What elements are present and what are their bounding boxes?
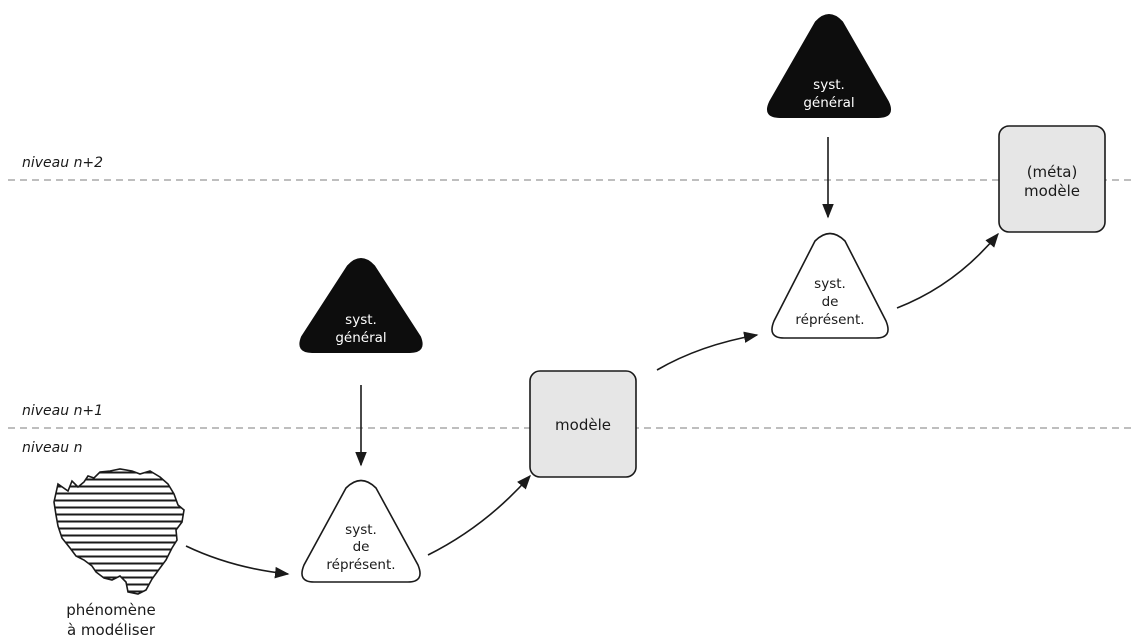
meta-model-box: (méta) modèle	[998, 125, 1106, 233]
representation-system-1-triangle: syst. de réprésent.	[301, 479, 421, 583]
model-box: modèle	[529, 370, 637, 478]
representation-system-2-label-line1: syst.	[814, 276, 846, 292]
representation-system-2-label-line2: de	[822, 294, 839, 310]
arrow-representation-2-to-meta-model	[896, 232, 999, 309]
representation-system-2-triangle: syst. de réprésent.	[771, 232, 889, 339]
phenomenon-caption-line1: phénomène	[66, 601, 156, 619]
meta-model-box-label-line2: modèle	[1024, 182, 1080, 200]
representation-system-1-label-line2: de	[353, 539, 370, 555]
model-box-label: modèle	[555, 416, 611, 434]
general-system-2-triangle: syst. général	[767, 14, 891, 118]
general-system-2-label-line1: syst.	[813, 77, 845, 93]
arrow-phenomenon-to-representation-1	[185, 545, 290, 579]
level-label-n-plus-1: niveau n+1	[22, 403, 103, 419]
arrow-representation-1-to-model	[427, 474, 531, 556]
representation-system-1-label-line3: réprésent.	[326, 557, 395, 573]
general-system-1-label-line1: syst.	[345, 312, 377, 328]
level-label-n-plus-2: niveau n+2	[22, 155, 103, 171]
general-system-1-triangle: syst. général	[299, 258, 423, 353]
representation-system-1-label-line1: syst.	[345, 522, 377, 538]
general-system-2-label-line2: général	[803, 95, 854, 111]
phenomenon-caption-line2: à modéliser	[67, 621, 156, 639]
phenomenon-shape	[53, 468, 185, 595]
arrow-model-to-representation-2	[656, 331, 759, 371]
general-system-1-label-line2: général	[335, 330, 386, 346]
meta-model-box-label-line1: (méta)	[1027, 163, 1078, 181]
level-label-n: niveau n	[22, 440, 82, 456]
representation-system-2-label-line3: réprésent.	[795, 312, 864, 328]
